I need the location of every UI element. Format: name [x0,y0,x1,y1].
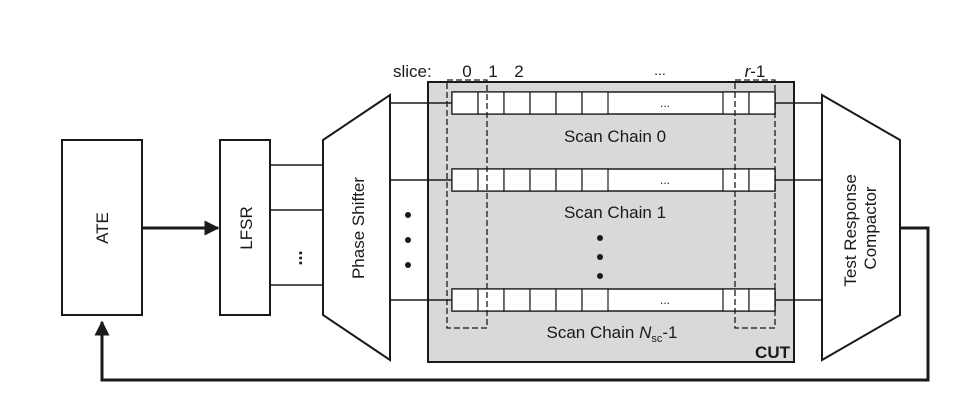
scan-cell [477,91,505,115]
scan-cell [748,168,776,192]
phase-shifter-output-lines [390,102,452,301]
slice-prefix: slice: [393,62,432,81]
scan-cell [451,91,479,115]
scan-cell [555,288,583,312]
cut-region [427,81,795,363]
scan-cell [555,91,583,115]
scan-cell [581,168,609,192]
ate-block [61,139,143,316]
scan-chain-last-sub: sc [651,333,663,345]
scan-cell [748,91,776,115]
slice-label-1: 1 [488,62,497,81]
slice-label-2: 2 [514,62,523,81]
scan-cell [503,91,531,115]
cut-label: CUT [755,343,791,362]
compactor-label-line2: Compactor [861,186,880,269]
lfsr-block [219,139,271,316]
lfsr-output-lines [270,164,323,286]
slice-last-box [734,79,776,329]
compactor-block [821,93,901,362]
slice-last-suffix: -1 [750,62,765,81]
slice-last-var: r [745,62,752,81]
scan-cell [555,168,583,192]
compactor-label: Test Response Compactor [841,169,880,286]
slice-label-0: 0 [462,62,471,81]
scan-chain-last-suffix: -1 [662,323,677,342]
phase-shifter-label: Phase Shifter [349,177,368,279]
compactor-label-line1: Test Response [841,174,860,286]
scan-cell [581,91,609,115]
chainlast-cell-dots: ... [660,293,670,307]
scan-cell [503,288,531,312]
scan-cell [722,168,750,192]
scan-cell [722,288,750,312]
chain-vertical-dots [597,235,603,279]
scan-cell [581,288,609,312]
scan-cell [529,168,557,192]
feedback-path [94,226,930,382]
scan-cell [503,168,531,192]
scan-cell [748,288,776,312]
compactor-input-lines [775,102,822,301]
scan-chain-last-label: Scan Chain Nsc-1 [546,323,677,345]
scan-cell [529,91,557,115]
phase-shifter-block [322,93,391,362]
ate-label: ATE [93,212,112,244]
chain1-cell-dots: ... [660,173,670,187]
chain0-cell-dots: ... [660,96,670,110]
scan-chain-1-label: Scan Chain 1 [564,203,666,222]
scan-chain-last-prefix: Scan Chain [546,323,639,342]
scan-chain-0-label: Scan Chain 0 [564,127,666,146]
slice-label-last: r-1 [745,62,766,81]
slice-0-box [446,79,488,329]
phase-shifter-dots [405,212,411,268]
lfsr-label: LFSR [237,206,256,249]
lfsr-dots: ... [286,250,306,265]
scan-cell [722,91,750,115]
scan-cell [477,288,505,312]
scan-cell [451,168,479,192]
scan-chain-last-var: N [639,323,652,342]
slice-ellipsis: ... [654,62,666,78]
scan-cell [451,288,479,312]
scan-cell [529,288,557,312]
scan-cell [477,168,505,192]
